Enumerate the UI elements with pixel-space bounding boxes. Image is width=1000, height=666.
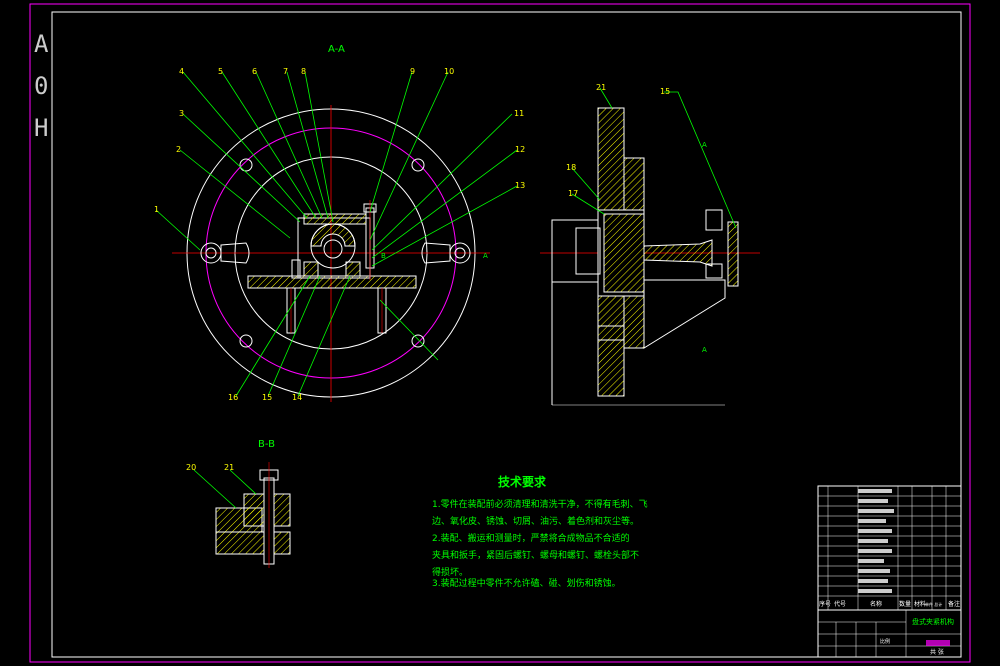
side-bracket xyxy=(643,279,726,349)
header-material: 材料 xyxy=(914,600,926,608)
main-leaders xyxy=(155,71,518,397)
balloon-11: 11 xyxy=(514,109,524,118)
balloon-14: 14 xyxy=(292,393,302,402)
balloon-12: 12 xyxy=(515,145,525,154)
clamp-top xyxy=(303,213,367,225)
bb-balloon-20: 20 xyxy=(186,463,196,472)
bb-balloons: 20 21 xyxy=(186,463,234,472)
side-shaft xyxy=(643,239,713,267)
header-name: 名称 xyxy=(870,600,882,608)
outer-frame xyxy=(29,3,971,663)
balloon-10: 10 xyxy=(444,67,454,76)
title-block: 序号 代号 名称 数量 材料 单件 总计 备注 盘式夹紧机构 比例 共 张 xyxy=(817,485,962,658)
balloon-6: 6 xyxy=(252,67,257,76)
header-qty: 数量 xyxy=(899,600,911,608)
balloon-5: 5 xyxy=(218,67,223,76)
parts-list-grid xyxy=(818,486,961,610)
side-code-3: H xyxy=(34,114,48,142)
pin-left-core xyxy=(205,247,217,259)
balloon-15: 15 xyxy=(262,393,272,402)
header-weight: 单件 总计 xyxy=(925,601,942,607)
base-plate xyxy=(247,275,417,289)
clamp-slot-left xyxy=(303,261,319,277)
bb-balloon-21: 21 xyxy=(224,463,234,472)
main-view: A-A A xyxy=(154,44,525,402)
bb-block-lower xyxy=(215,531,291,555)
main-balloons: 1 2 3 4 5 6 7 8 9 10 11 12 13 14 15 16 xyxy=(154,67,525,402)
tech-line-5: 得损坏。 xyxy=(432,566,468,578)
bolt-hole-br xyxy=(411,334,425,348)
header-index: 序号 xyxy=(819,600,831,608)
view-bb-label: B-B xyxy=(258,439,275,450)
balloon-7: 7 xyxy=(283,67,288,76)
side-balloon-15: 15 xyxy=(660,87,670,96)
pin-right-body xyxy=(421,242,451,264)
tech-line-4: 夹具和扳手，紧固后螺钉、螺母和螺钉、螺栓头部不 xyxy=(432,549,639,561)
eccentric-core xyxy=(323,239,343,259)
bolt-hole-bl xyxy=(239,334,253,348)
section-mark-a-top: A xyxy=(483,252,488,260)
sheet-label: 共 张 xyxy=(930,648,944,656)
side-code-1: A xyxy=(34,30,49,58)
eccentric-cam xyxy=(310,223,356,247)
side-code-2: 0 xyxy=(34,72,48,100)
tech-line-2: 边、氧化皮、锈蚀、切屑、油污、着色剂和灰尘等。 xyxy=(432,515,639,527)
balloon-16: 16 xyxy=(228,393,238,402)
balloon-9: 9 xyxy=(410,67,415,76)
balloon-2: 2 xyxy=(176,145,181,154)
side-lower-slot xyxy=(597,325,625,341)
side-sleeve-inner xyxy=(575,227,601,275)
pin-right-core xyxy=(454,247,466,259)
section-mark-b-left: B xyxy=(381,252,386,260)
side-bore-hatch xyxy=(603,213,645,293)
title-box xyxy=(817,609,962,658)
side-knob xyxy=(727,221,739,287)
tech-line-3: 2.装配、搬运和测量时，严禁将合成物品不合适的 xyxy=(432,532,630,544)
bolt-hole-tl xyxy=(239,158,253,172)
title-stamp xyxy=(926,640,950,646)
tech-line-6: 3.装配过程中零件不允许磕、碰、划伤和锈蚀。 xyxy=(432,577,621,589)
side-view: A A 15 17 18 21 xyxy=(540,83,760,406)
balloon-4: 4 xyxy=(179,67,184,76)
section-mark-a-side-bottom: A xyxy=(702,346,707,354)
side-balloon-18: 18 xyxy=(566,163,576,172)
side-nut-2 xyxy=(705,263,723,279)
tech-requirements: 技术要求 1.零件在装配前必须清理和清洗干净，不得有毛刺、飞 边、氧化皮、锈蚀、… xyxy=(432,474,648,589)
tech-title: 技术要求 xyxy=(498,474,547,489)
side-sleeve xyxy=(551,219,599,283)
header-code: 代号 xyxy=(834,600,846,608)
balloon-8: 8 xyxy=(301,67,306,76)
view-aa-label: A-A xyxy=(328,44,345,55)
inner-frame xyxy=(51,11,962,658)
view-bb: B-B 20 21 xyxy=(186,439,291,568)
parts-list-headers: 序号 代号 名称 数量 材料 单件 总计 备注 xyxy=(819,600,960,608)
balloon-3: 3 xyxy=(179,109,184,118)
side-nut xyxy=(705,209,723,231)
scale-label: 比例 xyxy=(880,638,890,645)
drawing-name: 盘式夹紧机构 xyxy=(912,617,954,626)
clamp-slot-right xyxy=(345,261,361,277)
tech-line-1: 1.零件在装配前必须清理和清洗干净，不得有毛刺、飞 xyxy=(432,498,648,510)
parts-list-fill xyxy=(858,489,894,593)
screw-left xyxy=(291,259,301,279)
section-mark-a-side-top: A xyxy=(702,141,707,149)
balloon-13: 13 xyxy=(515,181,525,190)
bolt-hole-tr xyxy=(411,158,425,172)
side-balloon-21: 21 xyxy=(596,83,606,92)
header-remark: 备注 xyxy=(948,600,960,608)
balloon-1: 1 xyxy=(154,205,159,214)
side-leaders xyxy=(571,87,737,229)
side-balloon-17: 17 xyxy=(568,189,578,198)
bb-leaders xyxy=(193,469,257,509)
side-balloons: 15 17 18 21 xyxy=(566,83,670,198)
pin-left-body xyxy=(220,242,250,264)
side-code: A 0 H xyxy=(34,30,49,142)
